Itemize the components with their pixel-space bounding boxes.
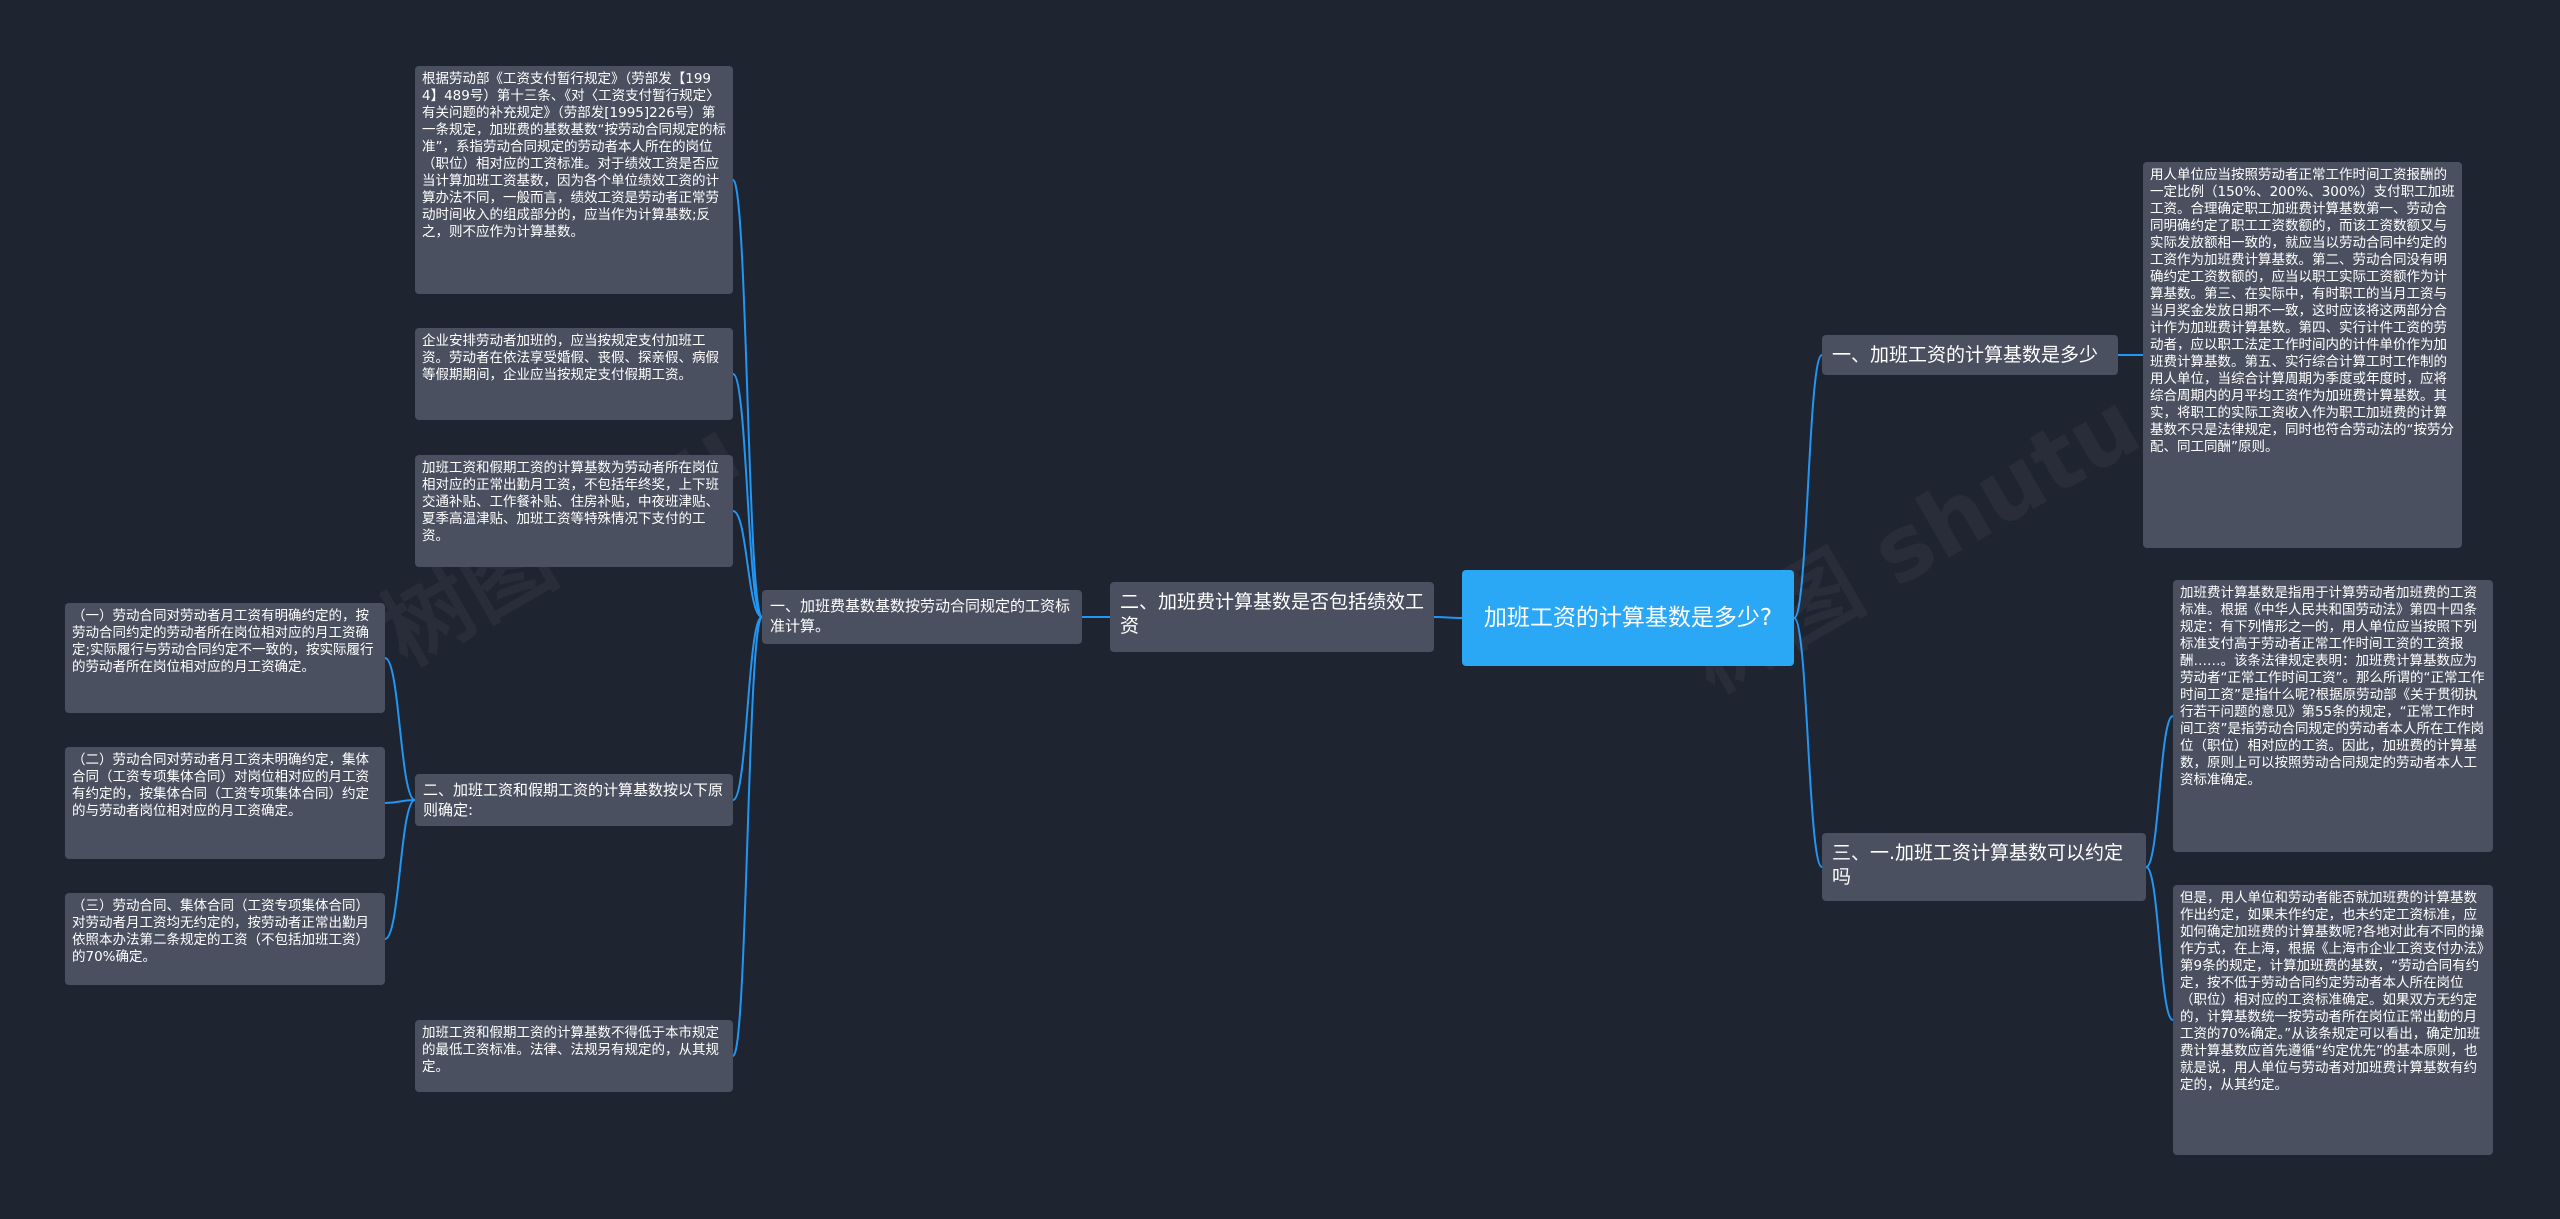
branch-3-detail-2[interactable]: 但是，用人单位和劳动者能否就加班费的计算基数作出约定，如果未作约定，也未约定工资… — [2173, 885, 2493, 1155]
link-branch-3-detail-1 — [2145, 715, 2174, 868]
link-sub-1-detail-1 — [732, 179, 763, 618]
sub-1-detail-2[interactable]: 企业安排劳动者加班的，应当按规定支付加班工资。劳动者在依法享受婚假、丧假、探亲假… — [415, 328, 733, 420]
branch-1-label: 一、加班工资的计算基数是多少 — [1832, 344, 2099, 366]
sub-1-detail-4-text: 加班工资和假期工资的计算基数不得低于本市规定的最低工资标准。法律、法规另有规定的… — [422, 1025, 719, 1075]
branch-3-detail-2-text: 但是，用人单位和劳动者能否就加班费的计算基数作出约定，如果未作约定，也未约定工资… — [2180, 890, 2485, 1093]
link-sub-1-detail-3 — [732, 510, 763, 618]
root-topic[interactable]: 加班工资的计算基数是多少? — [1462, 570, 1794, 666]
branch-3-detail-1[interactable]: 加班费计算基数是指用于计算劳动者加班费的工资标准。根据《中华人民共和国劳动法》第… — [2173, 580, 2493, 852]
link-root-branch-3 — [1793, 617, 1823, 868]
sub-1-detail-3[interactable]: 加班工资和假期工资的计算基数为劳动者所在岗位相对应的正常出勤月工资，不包括年终奖… — [415, 455, 733, 567]
branch-1[interactable]: 一、加班工资的计算基数是多少 — [1822, 335, 2118, 375]
root-title: 加班工资的计算基数是多少? — [1483, 605, 1773, 631]
link-sub-2-item-3 — [384, 799, 416, 940]
sub-1-detail-1-text: 根据劳动部《工资支付暂行规定》（劳部发【1994】489号）第十三条、《对〈工资… — [422, 71, 726, 240]
branch-3-detail-1-text: 加班费计算基数是指用于计算劳动者加班费的工资标准。根据《中华人民共和国劳动法》第… — [2180, 585, 2485, 788]
link-sub-2-item-1 — [384, 657, 416, 801]
sub-1-detail-3-text: 加班工资和假期工资的计算基数为劳动者所在岗位相对应的正常出勤月工资，不包括年终奖… — [422, 460, 719, 544]
branch-3-label: 三、一.加班工资计算基数可以约定吗 — [1832, 842, 2124, 888]
sub-2-item-2-text: （二）劳动合同对劳动者月工资未明确约定，集体合同（工资专项集体合同）对岗位相对应… — [72, 752, 369, 819]
sub-2-item-3-text: （三）劳动合同、集体合同（工资专项集体合同）对劳动者月工资均无约定的，按劳动者正… — [72, 898, 369, 965]
sub-2-item-1-text: （一）劳动合同对劳动者月工资有明确约定的，按劳动合同约定的劳动者所在岗位相对应的… — [72, 608, 374, 675]
sub-1-detail-2-text: 企业安排劳动者加班的，应当按规定支付加班工资。劳动者在依法享受婚假、丧假、探亲假… — [422, 333, 719, 383]
link-sub-1-detail-4 — [732, 616, 763, 1057]
sub-2-item-2[interactable]: （二）劳动合同对劳动者月工资未明确约定，集体合同（工资专项集体合同）对岗位相对应… — [65, 747, 385, 859]
sub-2-item-3[interactable]: （三）劳动合同、集体合同（工资专项集体合同）对劳动者月工资均无约定的，按劳动者正… — [65, 893, 385, 985]
sub-2-item-1[interactable]: （一）劳动合同对劳动者月工资有明确约定的，按劳动合同约定的劳动者所在岗位相对应的… — [65, 603, 385, 713]
sub-1-detail-4[interactable]: 加班工资和假期工资的计算基数不得低于本市规定的最低工资标准。法律、法规另有规定的… — [415, 1020, 733, 1092]
link-sub-1-detail-2 — [732, 373, 763, 618]
link-root-branch-2 — [1433, 616, 1463, 619]
branch-1-detail[interactable]: 用人单位应当按照劳动者正常工作时间工资报酬的一定比例（150%、200%、300… — [2143, 162, 2462, 548]
sub-2-label: 二、加班工资和假期工资的计算基数按以下原则确定: — [423, 781, 724, 819]
link-sub-2-item-2 — [384, 799, 416, 804]
branch-1-detail-text: 用人单位应当按照劳动者正常工作时间工资报酬的一定比例（150%、200%、300… — [2150, 167, 2455, 455]
branch-3[interactable]: 三、一.加班工资计算基数可以约定吗 — [1822, 833, 2146, 901]
link-branch-3-detail-2 — [2145, 866, 2174, 1021]
link-root-branch-1 — [1793, 354, 1823, 619]
link-sub-1-sub-2 — [732, 616, 763, 801]
branch-2-sub-1-label: 一、加班费基数基数按劳动合同规定的工资标准计算。 — [770, 597, 1071, 635]
branch-2-sub-1[interactable]: 一、加班费基数基数按劳动合同规定的工资标准计算。 — [762, 590, 1082, 644]
sub-1-detail-1[interactable]: 根据劳动部《工资支付暂行规定》（劳部发【1994】489号）第十三条、《对〈工资… — [415, 66, 733, 294]
sub-1-detail-sub-2[interactable]: 二、加班工资和假期工资的计算基数按以下原则确定: — [415, 774, 733, 826]
branch-2-label: 二、加班费计算基数是否包括绩效工资 — [1120, 591, 1425, 637]
branch-2[interactable]: 二、加班费计算基数是否包括绩效工资 — [1110, 582, 1434, 652]
